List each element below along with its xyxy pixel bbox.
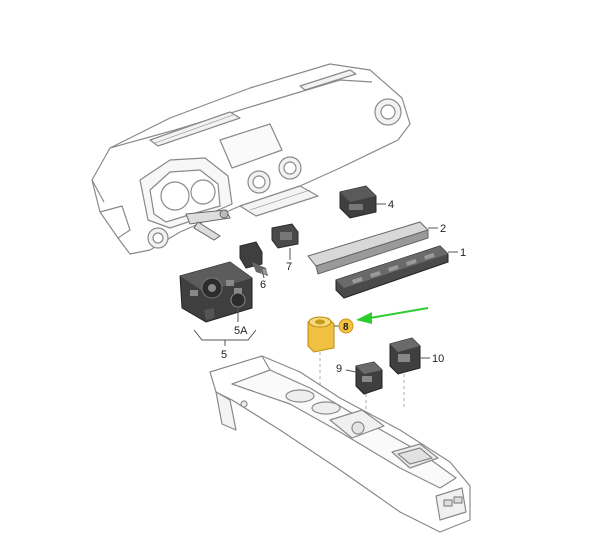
switch-part-4: 4 — [339, 185, 394, 219]
label-part-6: 6 — [260, 279, 266, 291]
label-part-7: 7 — [286, 261, 292, 273]
label-part-2: 2 — [440, 223, 446, 235]
center-console — [209, 355, 471, 533]
socket-part-8-highlighted: 8 — [307, 316, 354, 353]
switch-part-9: 9 — [336, 361, 383, 395]
label-part-5: 5 — [221, 349, 227, 361]
switch-part-10: 10 — [389, 337, 444, 375]
label-part-1: 1 — [460, 247, 466, 259]
label-part-9: 9 — [336, 363, 342, 375]
trim-strip-part-2: 2 — [307, 221, 446, 275]
label-part-4: 4 — [388, 199, 394, 211]
light-switch-part-5: 5A 5 — [179, 261, 257, 361]
steering-column-stalks — [185, 209, 231, 241]
label-part-5a: 5A — [234, 325, 248, 337]
dashboard-panel — [91, 63, 411, 255]
switch-part-7: 7 — [271, 223, 299, 273]
label-part-10: 10 — [432, 353, 444, 365]
label-part-8: 8 — [343, 322, 349, 333]
highlight-arrow — [356, 307, 429, 324]
switch-part-6: 6 — [239, 241, 268, 291]
part-8-badge — [338, 318, 354, 334]
switch-panel-part-1: 1 — [335, 245, 466, 299]
